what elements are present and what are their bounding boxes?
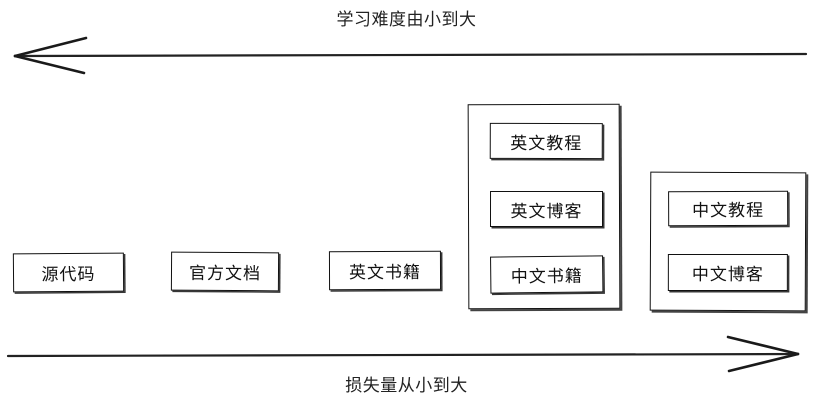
node-english-books[interactable]: 英文书籍 — [328, 250, 442, 291]
node-official-docs[interactable]: 官方文档 — [170, 251, 280, 292]
node-label: 官方文档 — [188, 263, 262, 285]
node-source-code[interactable]: 源代码 — [12, 252, 125, 293]
node-chinese-books[interactable]: 中文书籍 — [490, 255, 604, 294]
node-label: 中文教程 — [692, 200, 765, 222]
node-chinese-tutorial[interactable]: 中文教程 — [668, 190, 789, 227]
group-chinese-tier: 中文教程 中文博客 — [649, 171, 807, 312]
node-label: 英文书籍 — [348, 262, 422, 284]
node-label: 英文博客 — [510, 201, 583, 222]
top-axis-caption: 学习难度由小到大 — [336, 10, 477, 30]
node-label: 源代码 — [41, 264, 96, 286]
group-english-tier: 英文教程 英文博客 中文书籍 — [467, 103, 621, 310]
node-english-tutorial[interactable]: 英文教程 — [489, 122, 603, 160]
node-label: 中文书籍 — [510, 266, 583, 288]
top-axis-line-group — [13, 36, 808, 75]
node-chinese-blog[interactable]: 中文博客 — [667, 253, 788, 292]
bottom-axis-line-group — [6, 335, 800, 373]
node-label: 中文博客 — [691, 264, 764, 286]
bottom-axis-caption: 损失量从小到大 — [345, 376, 468, 396]
node-english-blog[interactable]: 英文博客 — [489, 190, 604, 228]
node-label: 英文教程 — [510, 133, 583, 154]
